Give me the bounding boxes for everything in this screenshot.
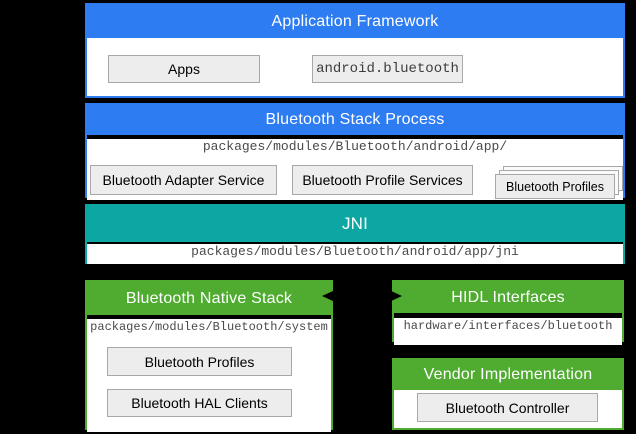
section-body: Apps android.bluetooth	[87, 38, 623, 96]
double-arrow-icon	[322, 290, 402, 302]
section-title: Application Framework	[87, 5, 623, 38]
apps-chip: Apps	[108, 55, 260, 83]
section-title: Vendor Implementation	[394, 360, 622, 390]
section-body: packages/modules/Bluetooth/android/app/j…	[87, 244, 623, 264]
section-body: packages/modules/Bluetooth/system Blueto…	[87, 319, 331, 432]
section-application-framework: Application Framework Apps android.bluet…	[85, 3, 625, 98]
section-vendor-implementation: Vendor Implementation Bluetooth Controll…	[392, 358, 624, 430]
bluetooth-profile-services-chip: Bluetooth Profile Services	[292, 165, 473, 195]
section-hidl-interfaces: HIDL Interfaces hardware/interfaces/blue…	[392, 280, 624, 345]
path-label: packages/modules/Bluetooth/android/app/	[202, 139, 508, 154]
section-body: packages/modules/Bluetooth/android/app/ …	[87, 139, 623, 200]
android-bluetooth-chip: android.bluetooth	[312, 55, 463, 83]
section-title: HIDL Interfaces	[394, 282, 622, 313]
section-body: Bluetooth Controller	[394, 390, 622, 428]
bluetooth-controller-chip: Bluetooth Controller	[417, 393, 598, 422]
bluetooth-profiles-chip: Bluetooth Profiles	[107, 347, 292, 376]
path-label: packages/modules/Bluetooth/android/app/j…	[191, 244, 519, 259]
bluetooth-profiles-stack-chip: Bluetooth Profiles	[495, 174, 615, 199]
section-body: hardware/interfaces/bluetooth	[394, 318, 622, 345]
section-title: JNI	[87, 206, 623, 242]
section-jni: JNI packages/modules/Bluetooth/android/a…	[85, 204, 625, 264]
section-title: Bluetooth Native Stack	[87, 282, 331, 315]
path-label: hardware/interfaces/bluetooth	[403, 319, 613, 333]
bluetooth-hal-clients-chip: Bluetooth HAL Clients	[107, 389, 292, 417]
path-label: packages/modules/Bluetooth/system	[90, 320, 328, 334]
section-bluetooth-native-stack: Bluetooth Native Stack packages/modules/…	[85, 280, 333, 432]
section-title: Bluetooth Stack Process	[87, 105, 623, 135]
section-bluetooth-stack-process: Bluetooth Stack Process packages/modules…	[85, 103, 625, 200]
bluetooth-adapter-service-chip: Bluetooth Adapter Service	[90, 165, 277, 195]
